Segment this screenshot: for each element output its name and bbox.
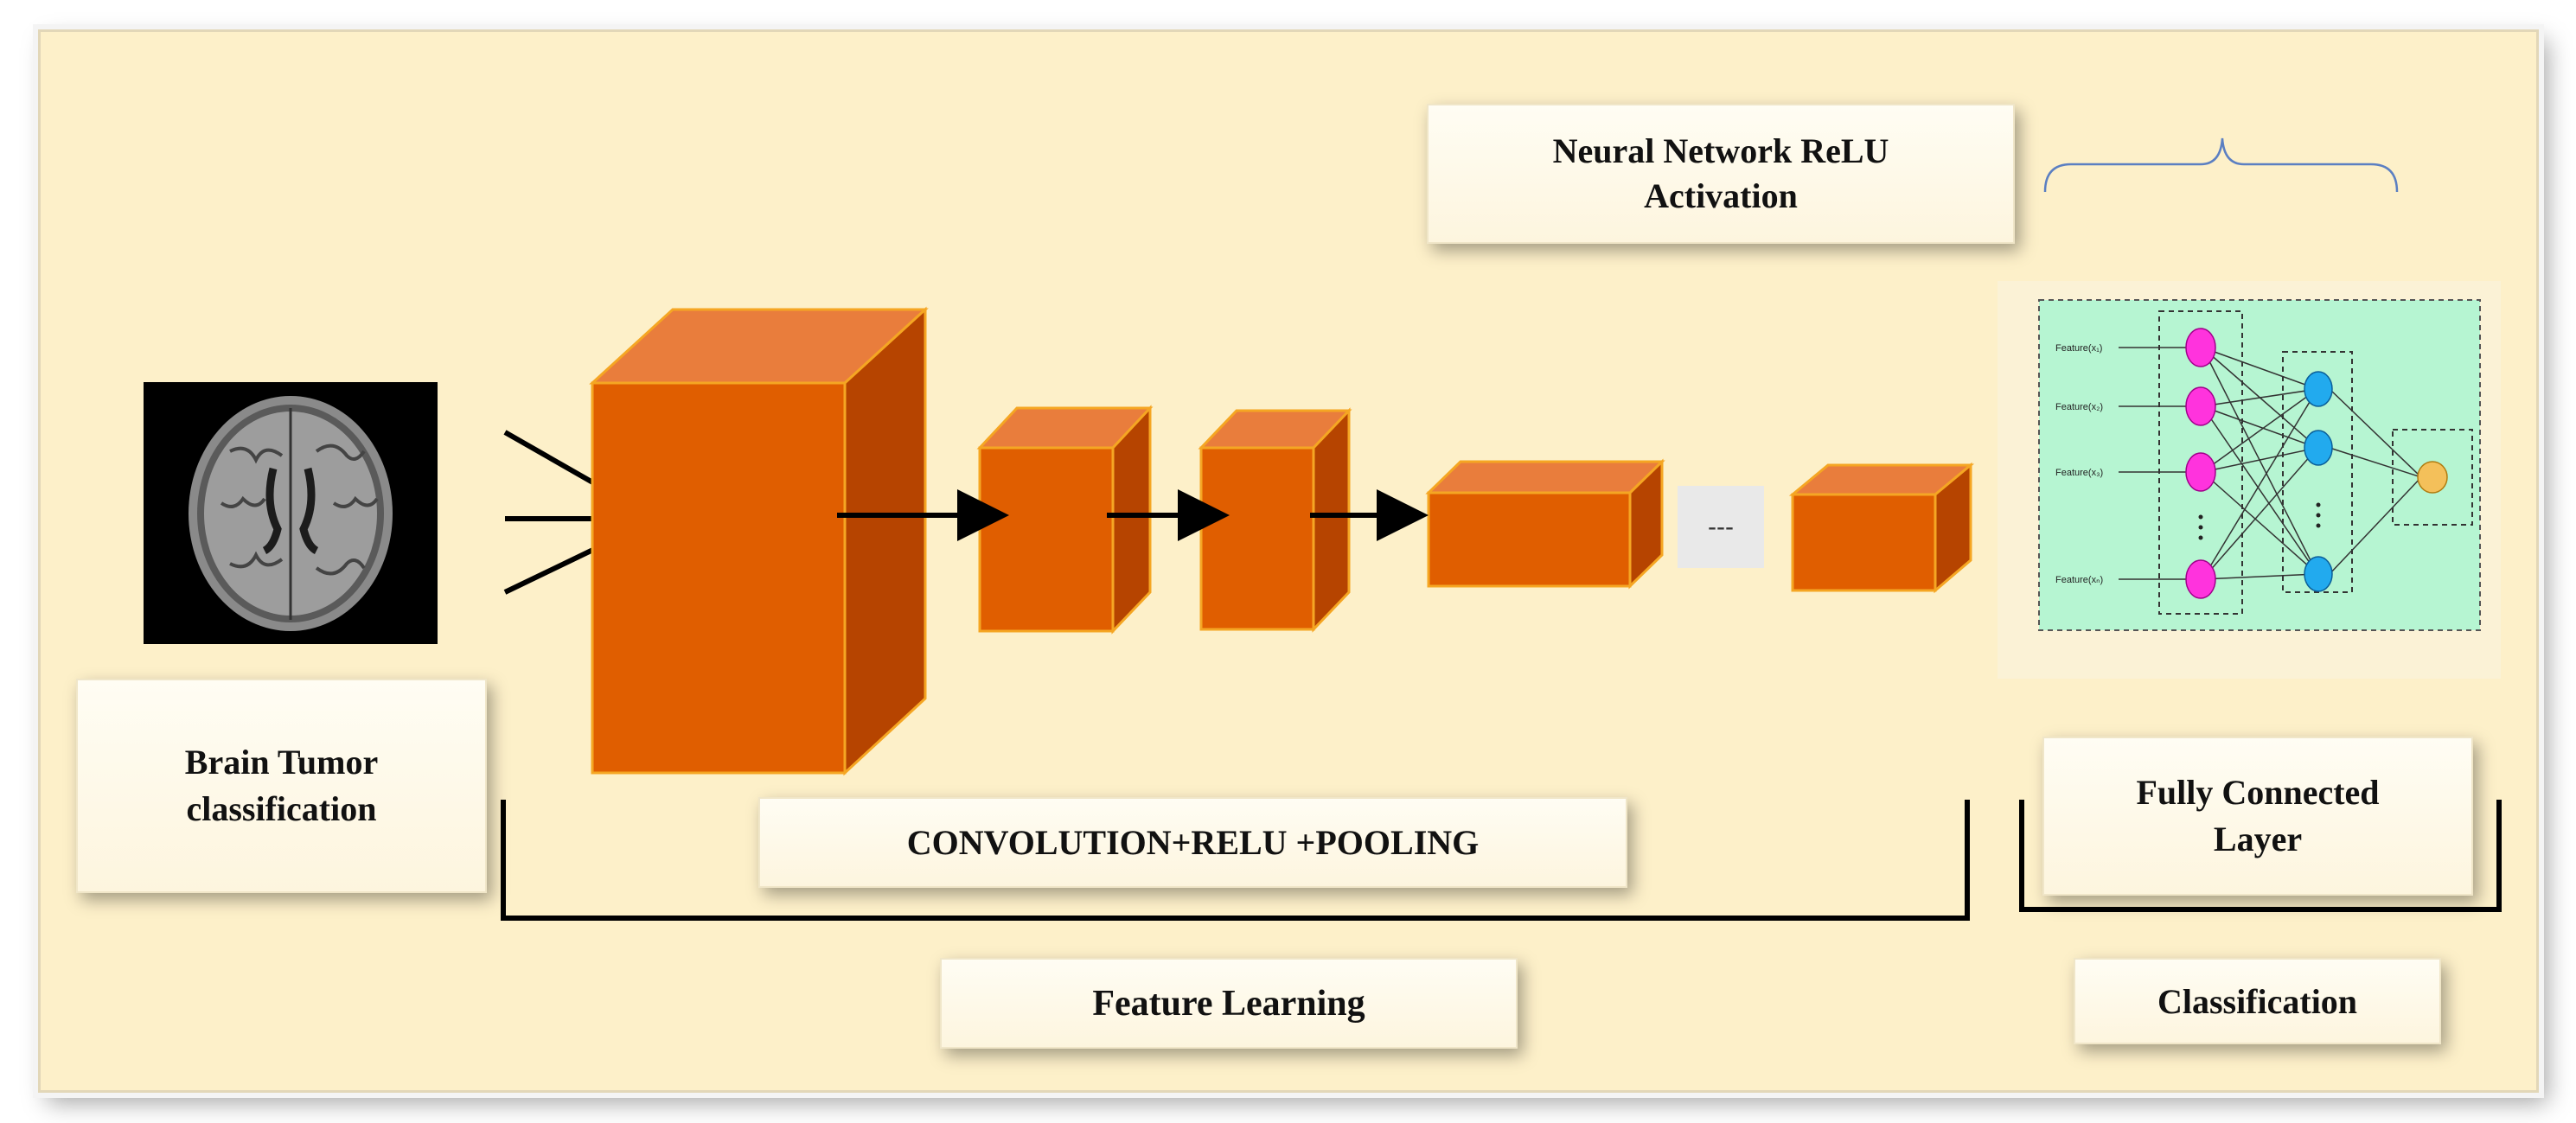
fc-input-label: Feature(x₂): [2055, 402, 2103, 412]
top-curly-brace: [2043, 137, 2399, 193]
fc-label-box: Fully Connected Layer: [2042, 737, 2473, 896]
classification-bracket: [2019, 800, 2502, 912]
conv-block-3: [1198, 407, 1352, 633]
feature-learning-bracket: [501, 800, 1970, 921]
conv-block-5: [1788, 462, 1975, 594]
feature-learning-box: Feature Learning: [940, 958, 1518, 1049]
fc-input-label: Feature(x₁): [2055, 343, 2102, 354]
feature-learning-label: Feature Learning: [1092, 983, 1365, 1024]
input-title: Brain Tumor classification: [184, 743, 379, 828]
fc-network-panel: Feature(x₁) Feature(x₂) Feature(x₃) Feat…: [1998, 281, 2501, 679]
conv-title: CONVOLUTION+RELU +POOLING: [906, 823, 1480, 862]
relu-title: Neural Network ReLU Activation: [1552, 131, 1889, 215]
classification-label: Classification: [2157, 981, 2358, 1021]
fc-input-label: Feature(x₃): [2055, 468, 2103, 478]
conv-block-1: [589, 306, 929, 776]
input-label-box: Brain Tumor classification: [76, 679, 487, 893]
relu-label-box: Neural Network ReLU Activation: [1427, 104, 2015, 244]
mri-brain-image: [144, 382, 438, 644]
fc-input-label: Feature(xₙ): [2055, 575, 2103, 585]
ellipsis-box: ---: [1678, 486, 1764, 568]
ellipsis-text: ---: [1708, 512, 1734, 541]
conv-block-2: [976, 405, 1154, 635]
conv-block-4: [1425, 458, 1665, 590]
fc-title: Fully Connected Layer: [2136, 773, 2380, 858]
classification-box: Classification: [2074, 958, 2441, 1044]
conv-label-box: CONVOLUTION+RELU +POOLING: [758, 797, 1627, 888]
